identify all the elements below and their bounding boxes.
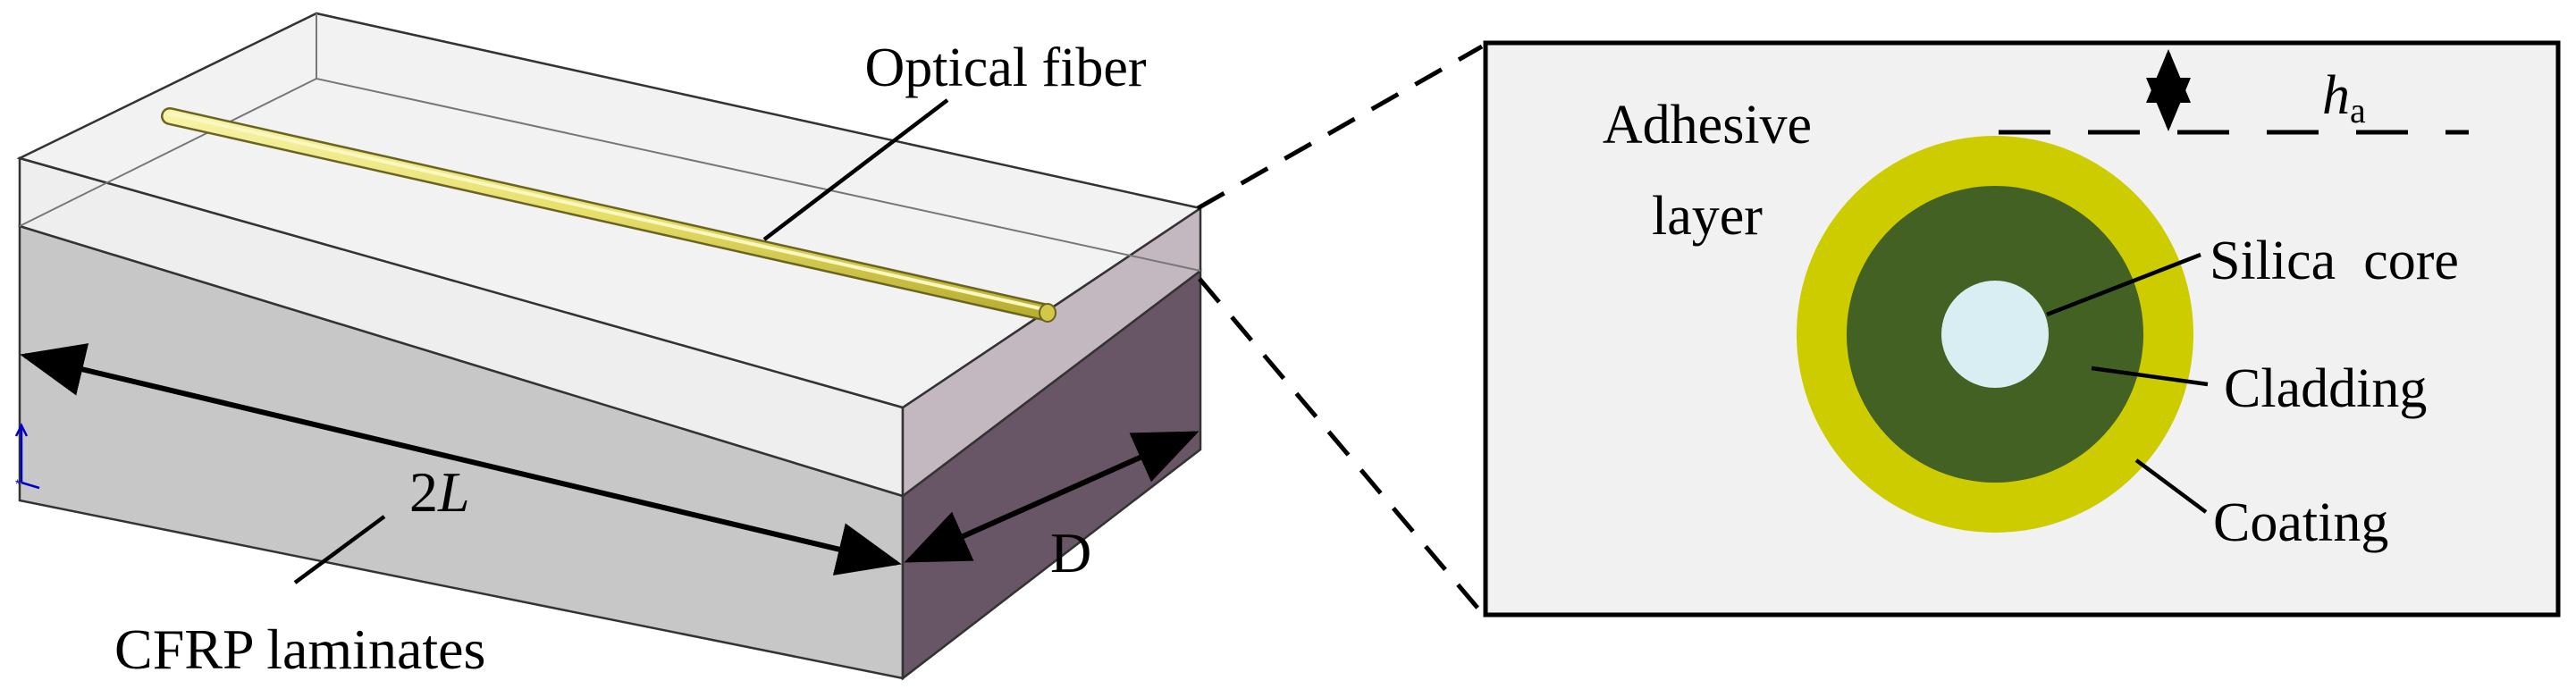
dimension-arrow-D [904, 431, 1200, 563]
label-adhesive-line1: Adhesive [1603, 95, 1812, 155]
label-D: D [1050, 521, 1091, 584]
leader-silica-core [2046, 252, 2201, 317]
adhesive-hidden-edge-2 [19, 78, 317, 227]
label-adhesive-line2: layer [1652, 186, 1763, 247]
label-silica-core: Silica core [2210, 231, 2459, 291]
leader-coating [2134, 458, 2208, 514]
label-ha: ha [2322, 65, 2366, 130]
leader-cladding [2091, 366, 2209, 387]
laminate-block: * [14, 12, 1204, 681]
label-coating: Coating [2213, 492, 2388, 553]
zoom-line-bottom [1198, 277, 1484, 615]
label-optical-fiber: Optical fiber [864, 38, 1146, 98]
zoom-line-top [1196, 44, 1484, 211]
dimension-arrow-2L [20, 343, 902, 576]
label-cladding: Cladding [2224, 358, 2427, 419]
cross-section-inset: Adhesive layer ha Silica core Cladding C… [1483, 40, 2561, 618]
silica-core [1941, 281, 2049, 388]
label-cfrp-laminates: CFRP laminates [114, 618, 485, 681]
fiber-end [1039, 303, 1056, 323]
svg-text:*: * [15, 476, 21, 491]
optical-fiber [161, 107, 1056, 323]
leader-optical-fiber [762, 98, 949, 241]
label-2L: 2L [409, 460, 470, 524]
leader-cfrp [293, 515, 386, 584]
